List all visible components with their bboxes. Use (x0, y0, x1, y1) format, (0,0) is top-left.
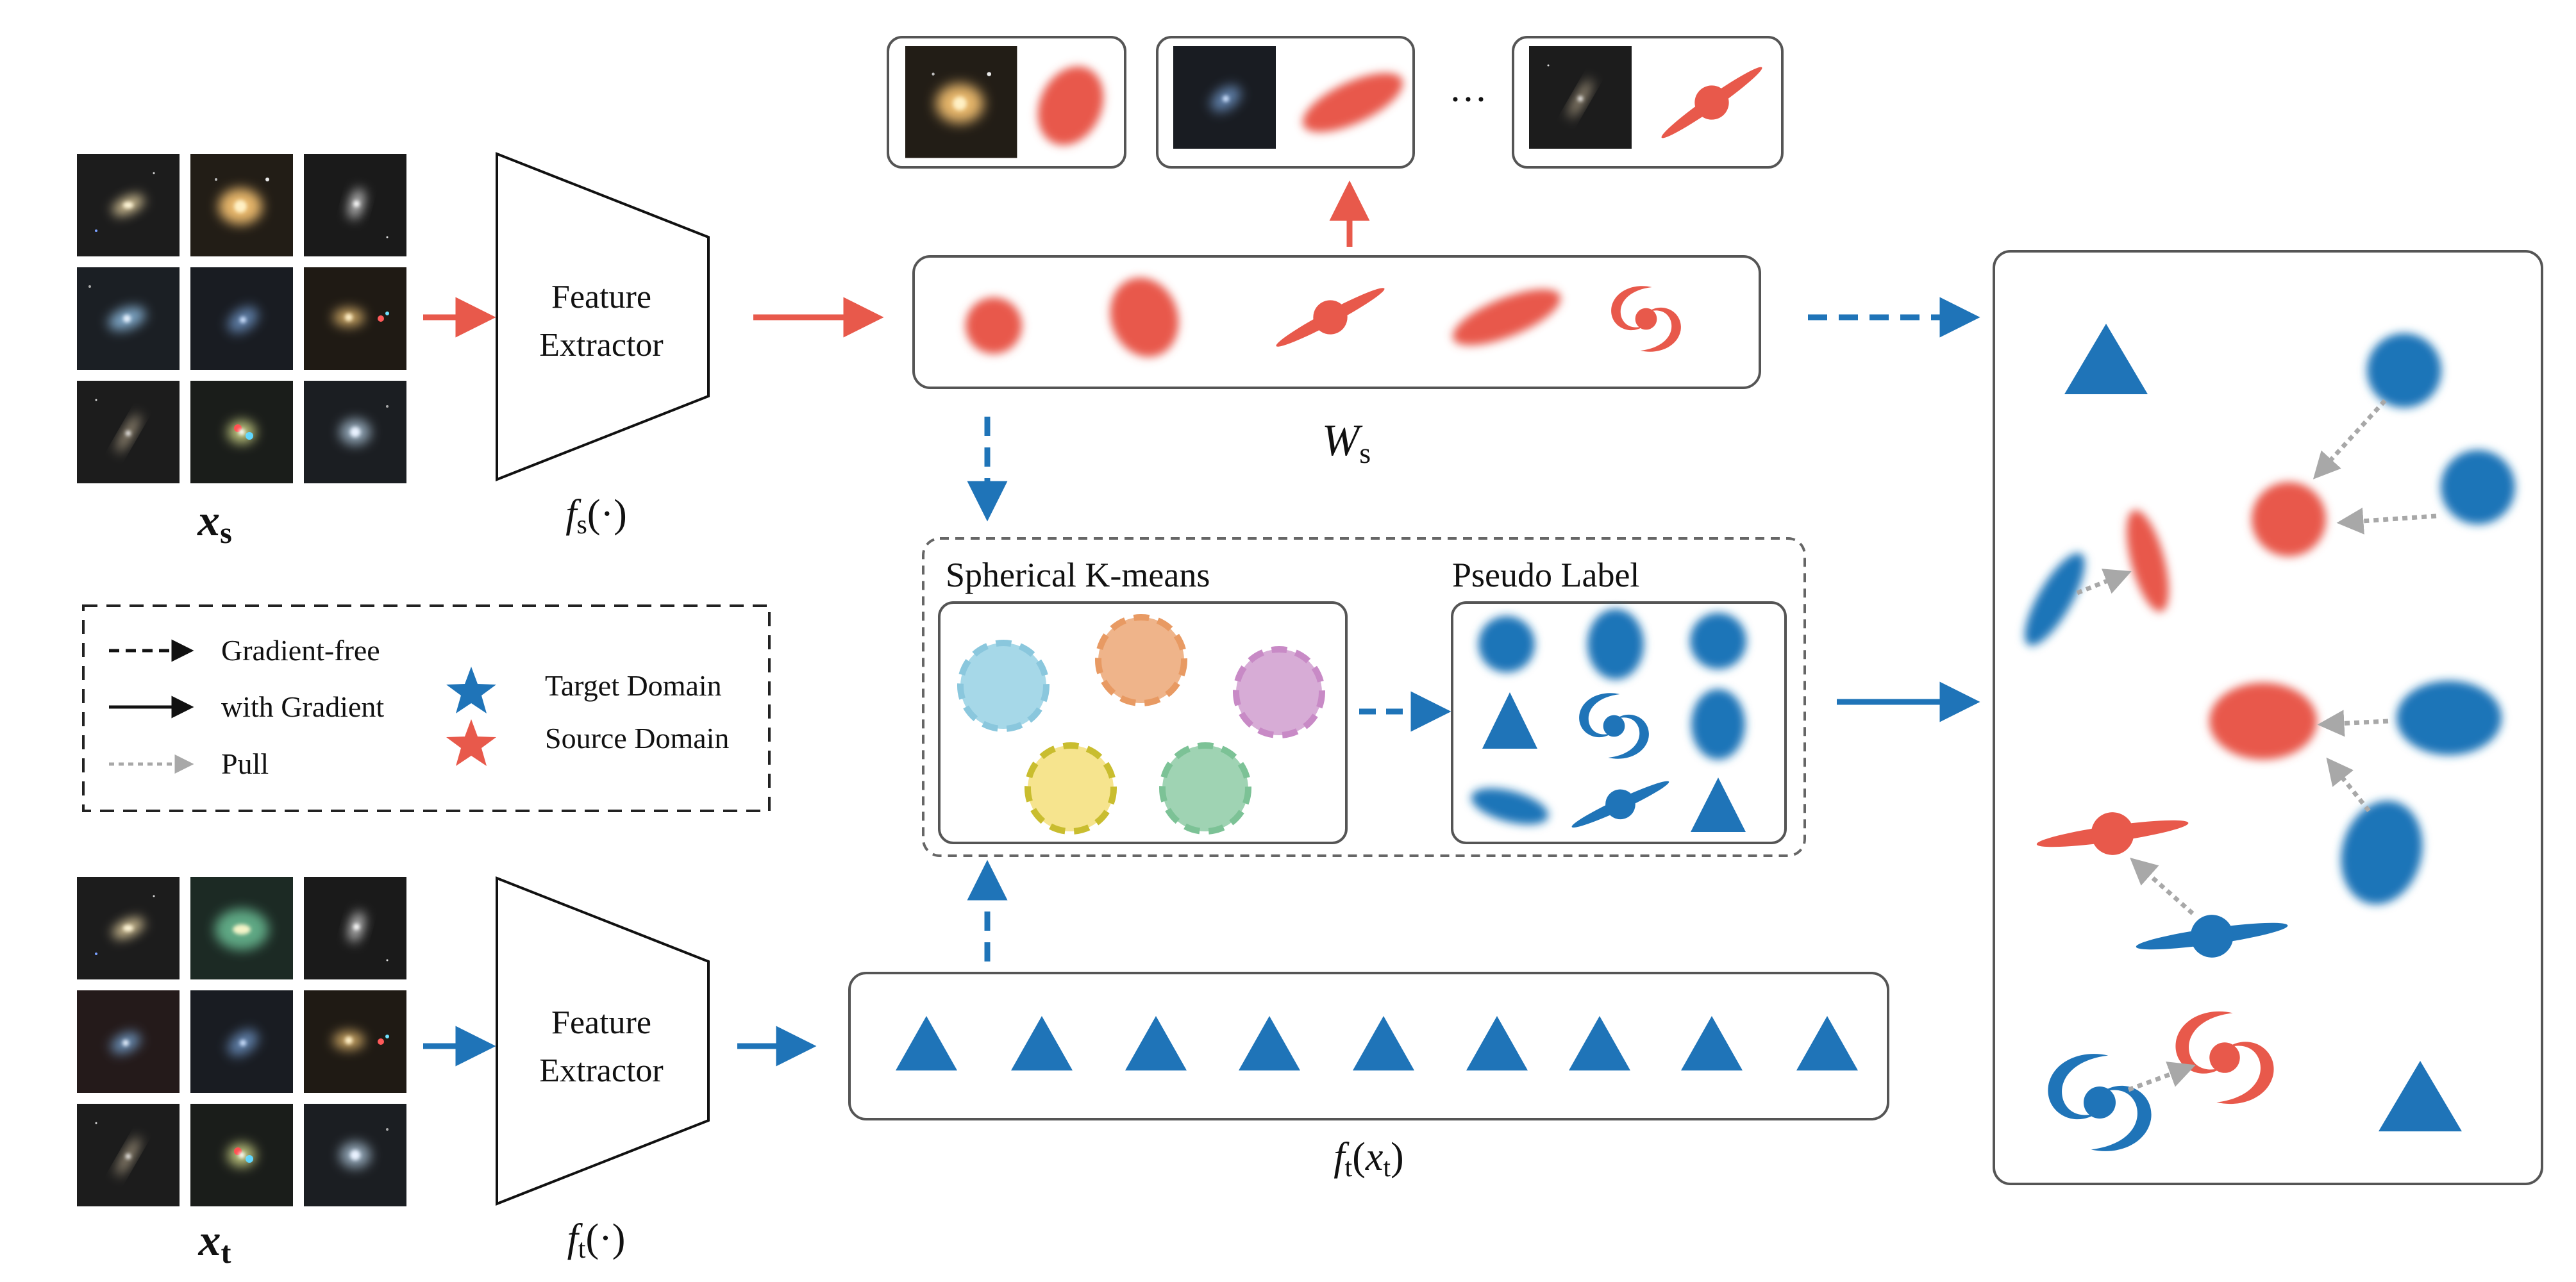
star-icon (446, 667, 496, 713)
triangle-icon (1796, 1016, 1858, 1070)
triangle-icon (1482, 692, 1537, 749)
triangle-icon (1681, 1016, 1743, 1070)
pull-arrow (2127, 1061, 2196, 1092)
galaxy-thumbnail (190, 267, 293, 370)
cluster-blue (957, 640, 1050, 732)
target-features (896, 1016, 1858, 1070)
extractor-label-line1: Feature (551, 279, 651, 315)
galaxy-thumbnail (190, 1104, 293, 1206)
triangle-icon (1011, 1016, 1073, 1070)
elliptical-blob (2341, 801, 2423, 904)
cluster-purple (1233, 646, 1325, 738)
exemplar-box (887, 36, 1126, 169)
elliptical-blob (1691, 689, 1745, 760)
target-image-grid (77, 877, 406, 1206)
round-blob (966, 297, 1022, 354)
galaxy-thumbnail (77, 267, 180, 370)
alignment-shapes (2025, 324, 2515, 1151)
elliptical-blob (2025, 553, 2085, 646)
pull-arrow (2076, 569, 2132, 595)
triangle-icon (1353, 1016, 1414, 1070)
elliptical-blob (1471, 788, 1549, 825)
galaxy-thumbnail (77, 381, 180, 483)
ftxt-label: ft(xt) (1334, 1135, 1403, 1183)
round-blob (2367, 333, 2441, 408)
legend-pull: Pull (221, 747, 269, 780)
round-blob (1690, 613, 1746, 669)
galaxy-thumbnail (304, 381, 406, 483)
galaxy-thumbnail (190, 877, 293, 979)
legend-gradient-free: Gradient-free (221, 634, 380, 667)
elliptical-blob (1110, 278, 1179, 357)
pseudo-label-grid (1471, 609, 1746, 841)
cluster-orange (1095, 614, 1187, 706)
star-icon (446, 719, 496, 766)
galaxy-thumbnail (190, 990, 293, 1093)
galaxy-thumbnail (304, 154, 406, 256)
ws-label: Ws (1322, 416, 1371, 469)
target-feature-extractor (496, 876, 710, 1206)
pseudo-label-title: Pseudo Label (1452, 556, 1639, 594)
fs-label: fs(·) (565, 492, 627, 540)
extractor-label-line2: Extractor (539, 327, 663, 363)
galaxy-thumbnail (77, 1104, 180, 1206)
triangle-icon (1125, 1016, 1187, 1070)
elliptical-blob (2209, 683, 2317, 760)
galaxy-thumbnail (190, 381, 293, 483)
pull-arrow (2130, 858, 2195, 915)
legend-source-domain: Source Domain (545, 722, 729, 754)
galaxy-thumbnail (304, 267, 406, 370)
triangle-icon (1691, 778, 1746, 832)
elliptical-blob (1452, 289, 1561, 345)
galaxy-thumbnail (77, 877, 180, 979)
round-blob (1478, 616, 1535, 672)
legend: Gradient-free with Gradient Pull Target … (82, 604, 771, 812)
ellipsis: ··· (1449, 78, 1487, 121)
galaxy-thumbnail (77, 990, 180, 1093)
exemplar-box (1512, 36, 1784, 169)
pull-arrow (2313, 399, 2387, 479)
triangle-icon (1239, 1016, 1300, 1070)
clustering-block (922, 537, 1806, 857)
galaxy-thumbnail (304, 990, 406, 1093)
triangle-icon (2379, 1061, 2462, 1131)
round-blob (2252, 482, 2326, 556)
ft-label: ft(·) (567, 1217, 626, 1264)
triangle-icon (1466, 1016, 1528, 1070)
pull-arrow (2317, 710, 2389, 737)
source-image-grid (77, 154, 406, 483)
elliptical-blob (1587, 609, 1644, 679)
galaxy-thumbnail (304, 877, 406, 979)
kmeans-clusters (957, 614, 1325, 835)
triangle-icon (1569, 1016, 1630, 1070)
round-blob (2441, 450, 2515, 524)
exemplar-box (1156, 36, 1415, 169)
extractor-label-line2: Extractor (539, 1053, 663, 1089)
galaxy-thumbnail (304, 1104, 406, 1206)
pull-arrow (2326, 757, 2371, 813)
cluster-green (1159, 742, 1251, 835)
source-feature-extractor (496, 152, 710, 481)
spherical-kmeans-title: Spherical K-means (946, 556, 1210, 594)
cluster-yellow (1025, 742, 1117, 835)
triangle-icon (896, 1016, 957, 1070)
legend-with-gradient: with Gradient (221, 690, 384, 723)
elliptical-blob (2396, 681, 2502, 755)
legend-target-domain: Target Domain (545, 669, 722, 702)
source-prototypes (966, 273, 1681, 362)
xt-label: xt (198, 1216, 231, 1270)
galaxy-thumbnail (190, 154, 293, 256)
triangle-icon (2064, 324, 2148, 394)
xs-label: xs (197, 496, 232, 550)
extractor-label-line1: Feature (551, 1004, 651, 1041)
pull-arrow (2336, 507, 2437, 535)
elliptical-blob (2127, 510, 2169, 612)
galaxy-thumbnail (77, 154, 180, 256)
